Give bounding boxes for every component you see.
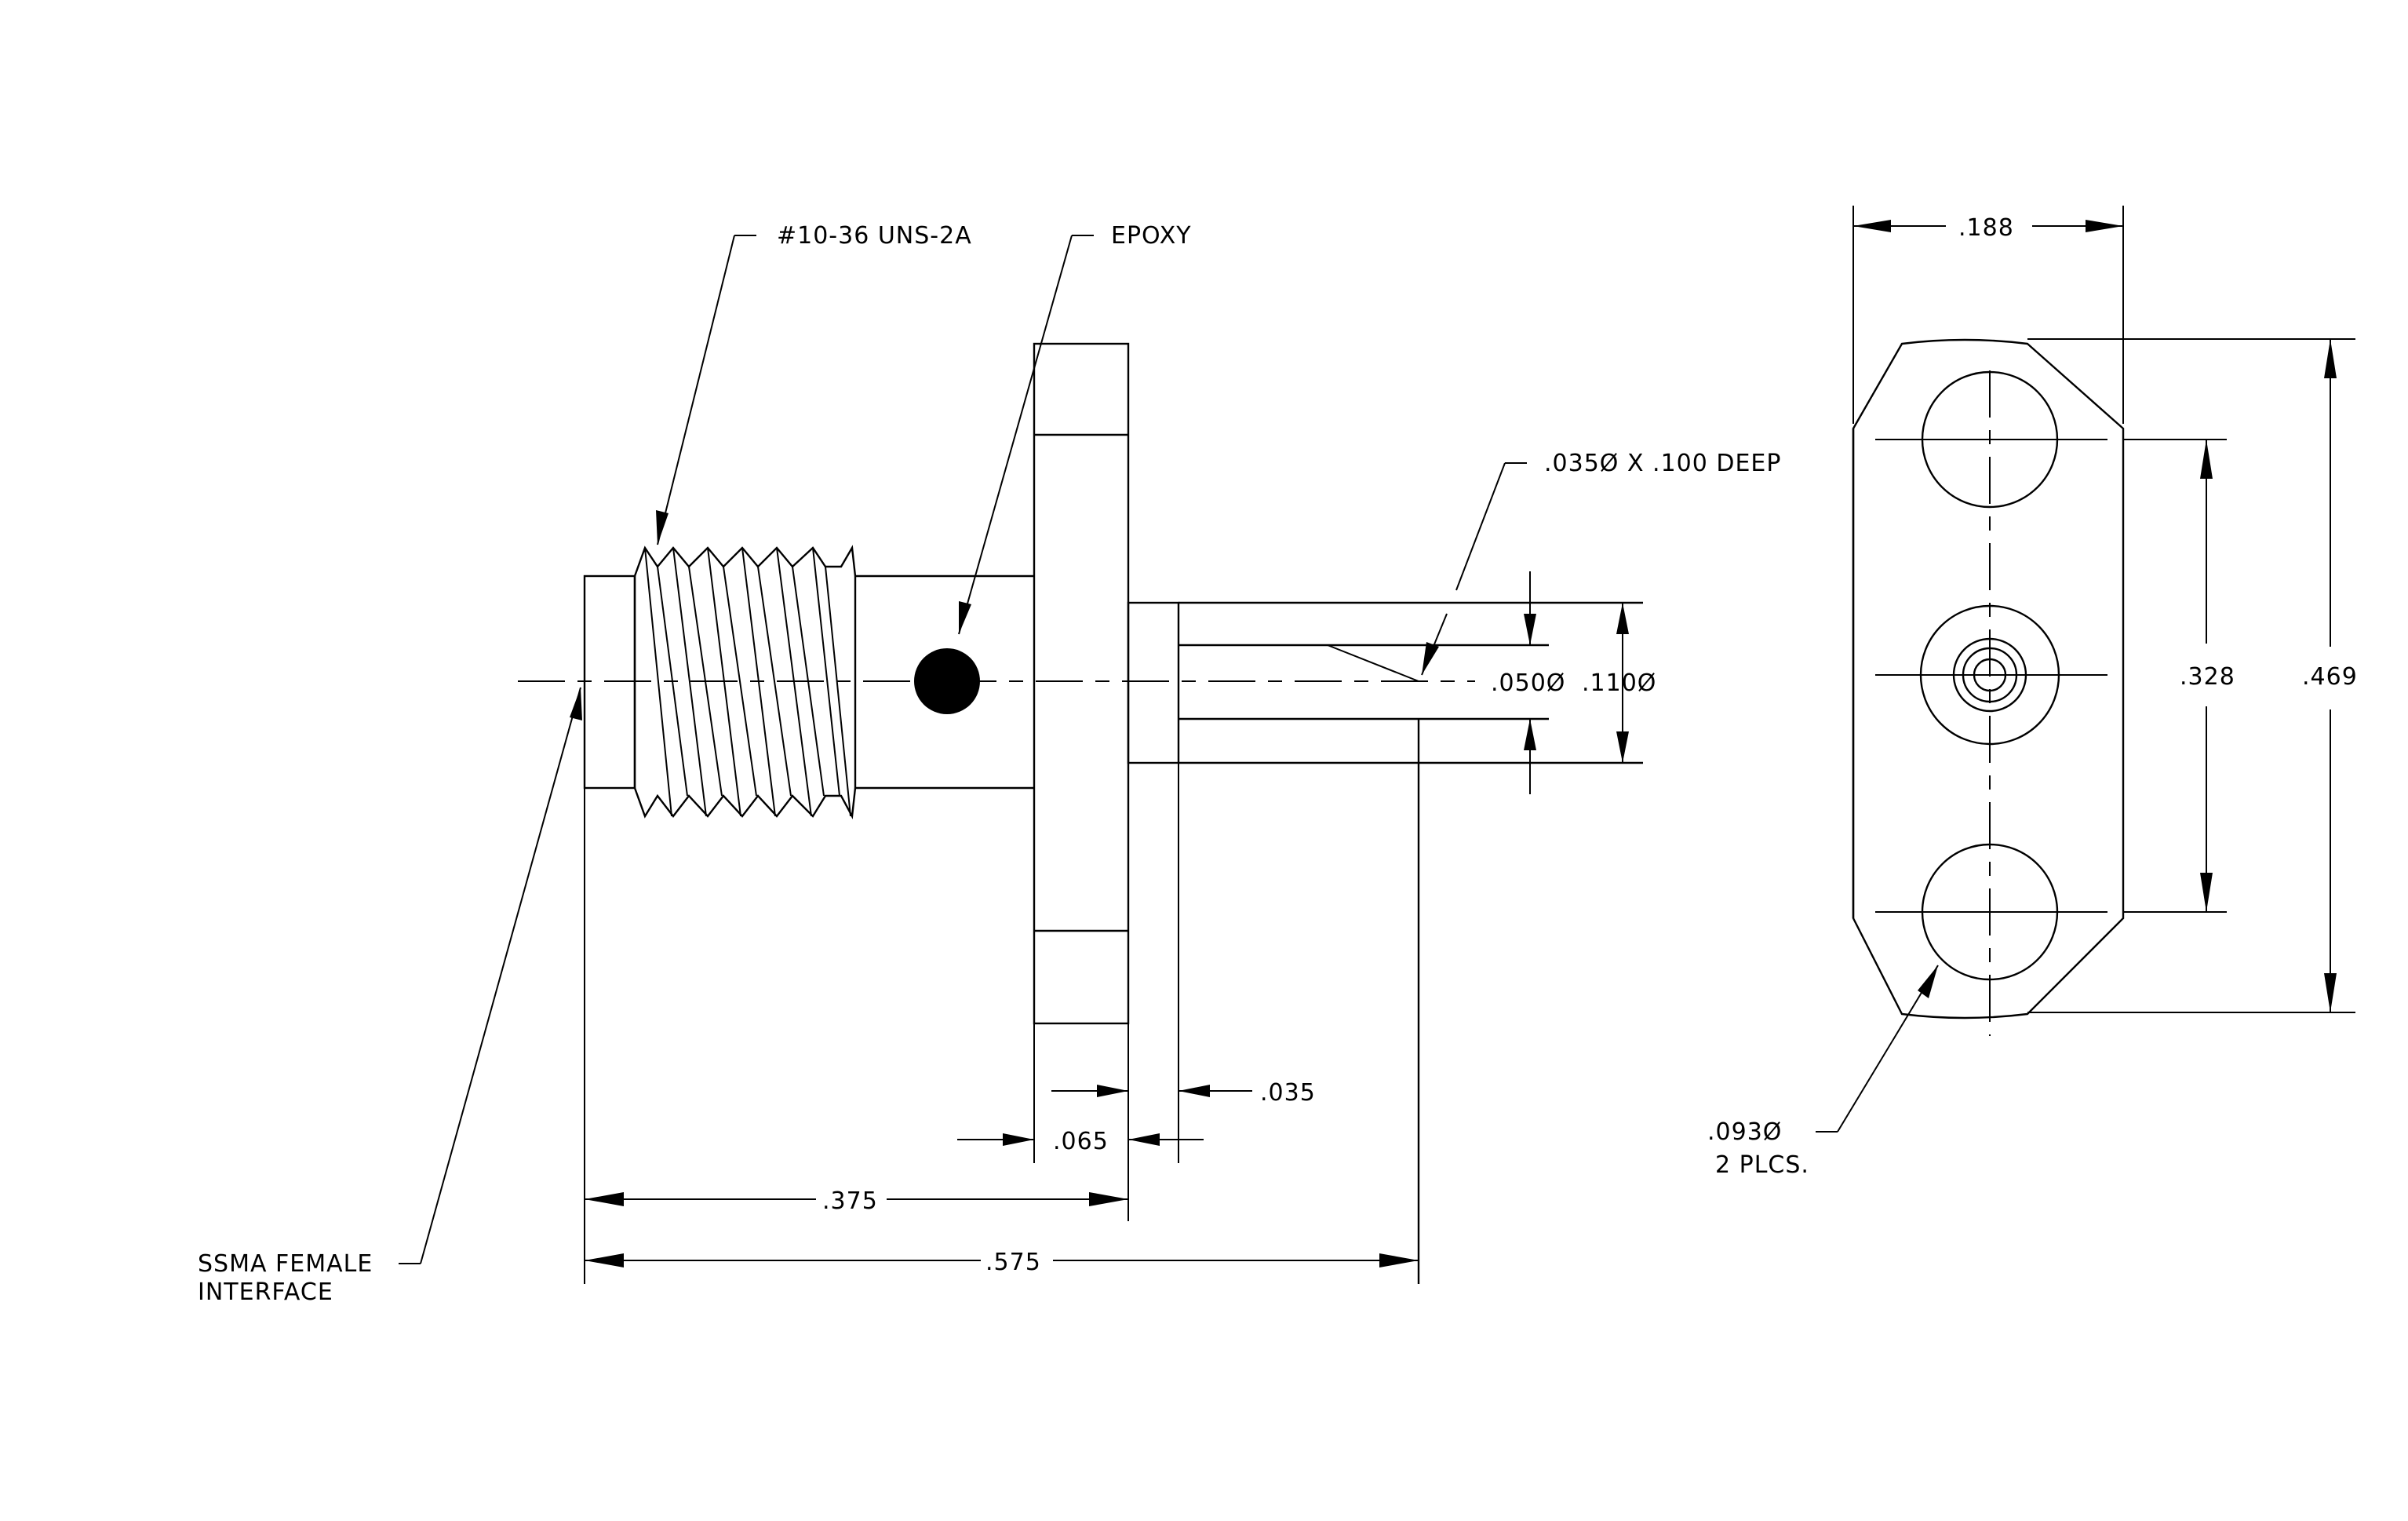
bottom-mount-hole — [1921, 843, 2059, 981]
thread-section — [633, 545, 857, 819]
flange-outline — [1852, 338, 2125, 1019]
dim-188-label: .188 — [1958, 214, 2014, 242]
dim-469 — [2027, 338, 2355, 1013]
body-middle-circle — [1952, 637, 2027, 713]
dim-328-label: .328 — [2180, 663, 2235, 691]
leader-interface — [399, 687, 582, 1264]
pin-dia-large-label: .110Ø — [1582, 669, 1656, 697]
mount-hole-label-line2: 2 PLCS. — [1715, 1151, 1809, 1179]
leader-epoxy — [958, 235, 1094, 635]
dim-575 — [585, 1253, 1419, 1268]
dim-035 — [1178, 1085, 1252, 1097]
thread-label: #10-36 UNS-2A — [777, 222, 972, 250]
dim-035-label: .035 — [1260, 1079, 1316, 1107]
pin — [1178, 601, 1643, 1284]
dim-575-label: .575 — [985, 1249, 1041, 1276]
dim-188 — [1852, 206, 2124, 424]
leader-mount-hole — [1816, 965, 1939, 1133]
pin-diameter-dims — [1524, 571, 1629, 794]
top-mount-hole — [1921, 370, 2059, 509]
end-view: .188 .328 .469 .093Ø 2 PLCS. — [1707, 206, 2358, 1179]
dim-469-label: .469 — [2302, 663, 2358, 691]
epoxy-label: EPOXY — [1111, 222, 1192, 250]
epoxy-dot — [914, 648, 980, 714]
leader-hole-callout — [1421, 462, 1527, 676]
flange — [1033, 342, 1130, 1025]
interface-label-line2: INTERFACE — [198, 1278, 333, 1306]
leader-thread — [656, 235, 756, 545]
hole-callout-label: .035Ø X .100 DEEP — [1544, 450, 1781, 477]
interface-label-line1: SSMA FEMALE — [198, 1250, 373, 1278]
dim-375-label: .375 — [822, 1187, 878, 1215]
dim-328 — [2123, 439, 2227, 913]
pin-circle — [1973, 658, 2007, 692]
pin-shoulder — [1127, 601, 1180, 764]
side-view: #10-36 UNS-2A EPOXY .035Ø X .100 DEEP .0… — [198, 222, 1781, 1306]
mount-hole-label-line1: .093Ø — [1707, 1118, 1782, 1146]
pin-dia-small-label: .050Ø — [1491, 669, 1565, 697]
dim-375 — [585, 1192, 1128, 1206]
dim-065-label: .065 — [1053, 1128, 1109, 1155]
body-inner-circle — [1962, 647, 2018, 703]
body-outer-circle — [1919, 604, 2060, 746]
dim-065 — [957, 1085, 1204, 1146]
